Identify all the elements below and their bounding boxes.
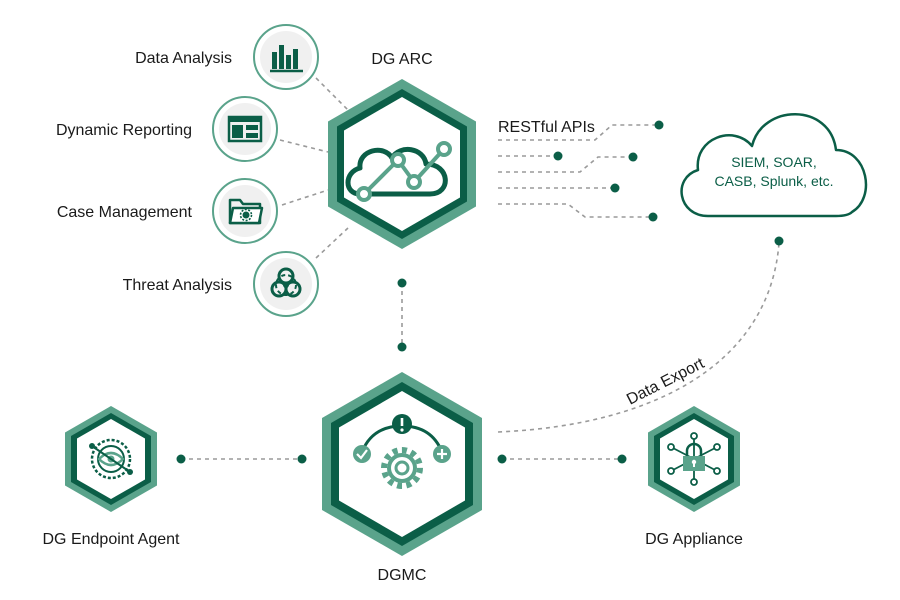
appliance-node[interactable]	[648, 406, 740, 512]
connector-dot	[774, 236, 784, 246]
feature-case-management[interactable]	[212, 178, 278, 244]
connector-threat-analysis	[315, 227, 349, 259]
data-export-label: Data Export	[624, 355, 707, 409]
appliance-lock-network-icon	[667, 432, 721, 486]
feature-dynamic-reporting[interactable]	[212, 96, 278, 162]
feature-label: Threat Analysis	[123, 277, 232, 294]
appliance-label: DG Appliance	[645, 531, 743, 548]
api-endpoint-dot	[553, 151, 563, 161]
api-line-5	[498, 203, 651, 218]
connector-dot	[176, 454, 186, 464]
feature-data-analysis[interactable]	[253, 24, 319, 90]
endpoint-agent-node[interactable]	[65, 406, 157, 512]
restful-apis-label: RESTful APIs	[498, 119, 595, 136]
dgmc-label: DGMC	[378, 567, 427, 584]
api-line-1	[498, 124, 657, 141]
connector-dot	[617, 454, 627, 464]
api-endpoint-dot	[628, 152, 638, 162]
api-line-3	[498, 156, 631, 173]
connector-dot	[397, 342, 407, 352]
cloud-icon	[680, 113, 868, 218]
feature-label: Case Management	[57, 204, 193, 221]
feature-threat-analysis[interactable]	[253, 251, 319, 317]
feature-label: Dynamic Reporting	[56, 122, 192, 139]
cloud-text-line2: CASB, Splunk, etc.	[714, 173, 833, 189]
feature-label: Data Analysis	[135, 50, 232, 67]
folder-gear-icon	[228, 198, 264, 225]
dg-arc-node[interactable]	[328, 79, 476, 249]
cloud-integrations[interactable]: SIEM, SOAR, CASB, Splunk, etc.	[680, 113, 868, 218]
api-endpoint-dot	[610, 183, 620, 193]
cloud-analytics-icon	[345, 141, 452, 202]
endpoint-eye-icon	[89, 438, 133, 480]
connector-dot	[397, 278, 407, 288]
bar-chart-icon	[270, 45, 303, 73]
dashboard-window-icon	[227, 115, 263, 143]
connectors	[176, 77, 784, 464]
cloud-text-line1: SIEM, SOAR,	[731, 154, 817, 170]
connector-dynamic-reporting	[279, 139, 329, 153]
connector-dot	[297, 454, 307, 464]
api-endpoint-dot	[654, 120, 664, 130]
connector-case-management	[281, 189, 329, 206]
biohazard-icon	[270, 267, 302, 298]
management-gear-icon	[353, 414, 451, 489]
connector-dot	[497, 454, 507, 464]
dg-arc-title: DG ARC	[371, 51, 432, 68]
connector-data-analysis	[315, 77, 351, 113]
dgmc-node[interactable]	[322, 372, 482, 556]
api-endpoint-dot	[648, 212, 658, 222]
endpoint-agent-label: DG Endpoint Agent	[43, 531, 181, 548]
